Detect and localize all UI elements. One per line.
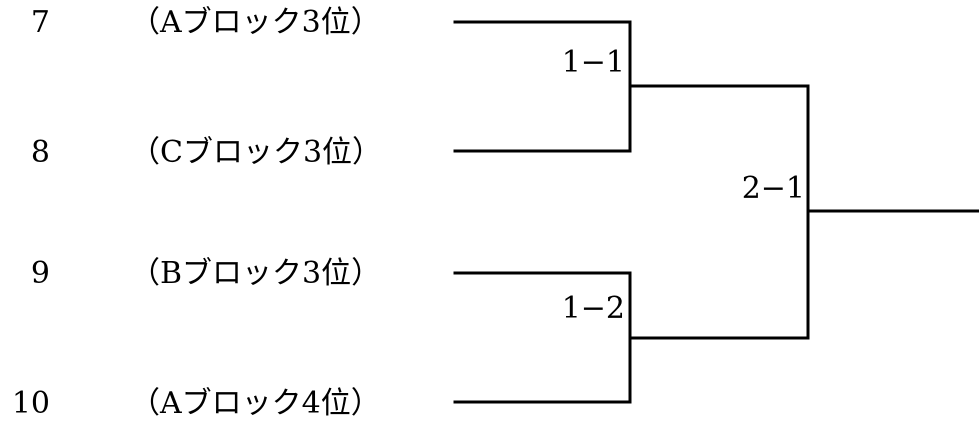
seed-number: 7	[30, 5, 50, 40]
team-name: （Cブロック3位）	[130, 135, 383, 170]
seed-number: 9	[30, 256, 50, 291]
team-name: （Bブロック3位）	[130, 256, 382, 291]
team-name: （Aブロック3位）	[130, 5, 381, 40]
seed-number: 10	[11, 386, 50, 421]
seed-number: 8	[30, 135, 50, 170]
match-label-1-2: 1−2	[561, 291, 625, 326]
team-name: （Aブロック4位）	[130, 386, 381, 421]
match-label-2-1: 2−1	[741, 171, 805, 206]
match-label-1-1: 1−1	[561, 45, 625, 80]
